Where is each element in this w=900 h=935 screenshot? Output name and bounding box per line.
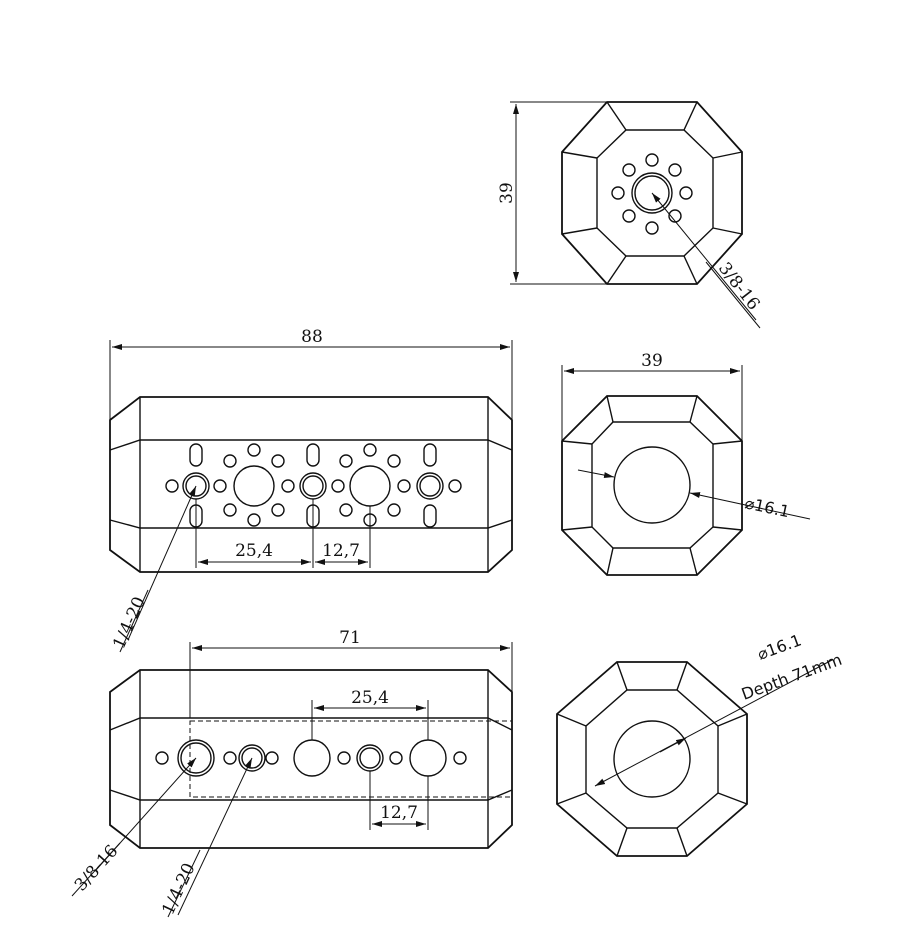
side-bore-callout: ⌀16.1 — [577, 469, 811, 521]
side-width-dimension: 39 — [561, 351, 743, 441]
bottom-end-view — [556, 661, 748, 857]
end-depth-label: Depth 71mm — [739, 650, 845, 704]
bottom-spacing-dimensions: 25,4 12,7 — [311, 688, 429, 830]
front-spacing-dimensions: 25,4 12,7 — [195, 499, 371, 568]
front-spacing-b-label: 12,7 — [322, 541, 360, 561]
side-bore-label: ⌀16.1 — [743, 493, 791, 521]
bottom-thread-callouts: 3/8-16 1/4-20 — [71, 757, 253, 918]
front-length-label: 88 — [301, 327, 323, 347]
front-spacing-a-label: 25,4 — [235, 541, 273, 561]
front-length-dimension: 88 — [109, 327, 513, 420]
side-end-view — [561, 395, 743, 576]
bottom-thread-a-label: 3/8-16 — [71, 841, 122, 895]
end-bore-label: ⌀16.1 — [755, 630, 804, 663]
side-width-label: 39 — [641, 351, 663, 371]
top-thread-label: 3/8-16 — [714, 259, 763, 314]
front-side-view — [109, 396, 513, 573]
bottom-spacing-b-label: 12,7 — [380, 803, 418, 823]
bottom-side-view — [109, 669, 513, 849]
top-thread-callout: 3/8-16 — [651, 192, 764, 329]
bottom-length-dimension: 71 — [189, 628, 513, 718]
bottom-length-label: 71 — [339, 628, 361, 648]
front-thread-callout: 1/4-20 — [109, 485, 197, 653]
top-end-view — [561, 101, 743, 285]
bottom-spacing-a-label: 25,4 — [351, 688, 389, 708]
front-thread-label: 1/4-20 — [109, 594, 150, 652]
top-height-dimension: 39 — [497, 101, 607, 285]
bottom-thread-b-label: 1/4-20 — [158, 860, 199, 918]
top-height-label: 39 — [497, 182, 517, 204]
end-bore-callout: ⌀16.1 Depth 71mm — [594, 630, 845, 787]
